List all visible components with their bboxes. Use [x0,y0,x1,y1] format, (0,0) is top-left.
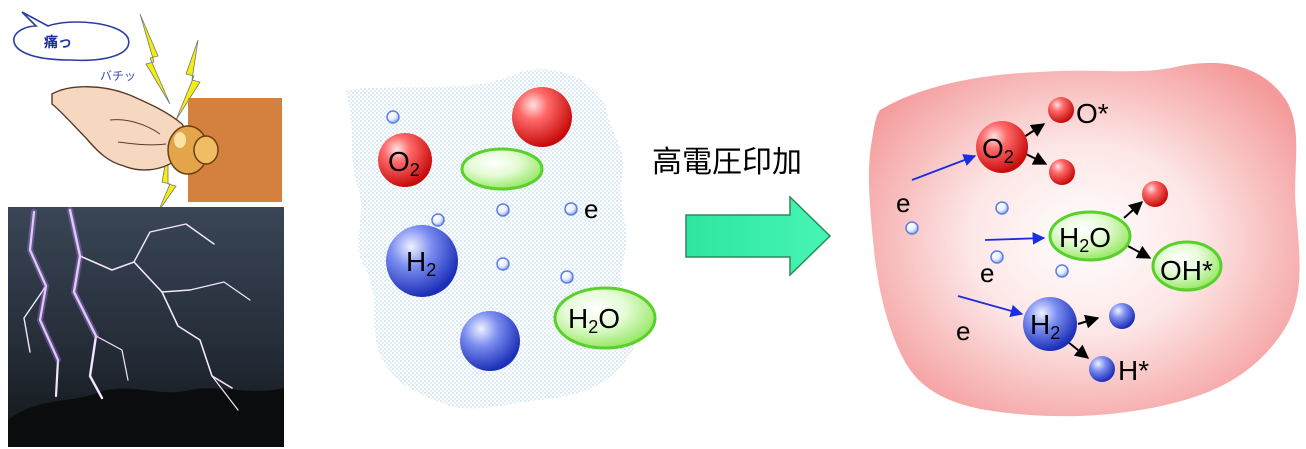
electron-icon [496,203,510,217]
o2-molecule [378,133,432,187]
electron-label: e [980,258,994,288]
oxygen-atom [1049,159,1075,185]
reaction-arrow [1127,245,1152,259]
plasma-after-panel: O2 O* H2O OH* H2 H* e e e [868,62,1300,417]
spark-bolt-icon [139,13,171,105]
electron-icon [431,213,445,227]
electron-label: e [896,188,910,218]
electron-label: e [956,316,970,346]
speech-bubble [13,11,130,62]
oxygen-atom [1142,181,1168,207]
o2-label: O2 [982,133,1014,167]
h2-label: H2 [1030,309,1060,343]
reaction-arrow [1123,201,1144,219]
reaction-arrow [1067,341,1090,359]
hydrogen-atom [460,311,520,371]
reaction-arrow [1023,123,1046,138]
o2-label: O2 [388,146,420,180]
o-radical-label: O* [1076,98,1109,129]
water-blob [460,147,544,191]
h2-molecule [386,225,458,297]
spark-sound-text: バチッ [100,69,136,83]
electron-arrow [911,154,977,181]
electron-arrow [957,295,1024,317]
process-label: 高電圧印加 [652,146,802,179]
right-arrow-icon [685,195,832,277]
hand-icon [51,86,187,171]
electron-icon [905,221,919,235]
h2o-molecule [553,286,657,350]
hydrogen-atom [1109,303,1135,329]
static-shock-illustration: 痛っ バチッ [8,11,284,447]
oh-molecule [1151,240,1223,292]
h-radical-label: H* [1118,355,1149,386]
hydrogen-atom [1089,356,1115,382]
electron-label: e [584,194,598,224]
oxygen-atom [512,87,572,147]
process-step: 高電圧印加 [652,146,832,277]
reaction-arrow [1023,152,1048,165]
gas-before-panel: e O2 H2 H2O [346,68,657,409]
electron-icon [560,270,574,284]
lightning-photo [8,207,284,447]
electron-icon [995,201,1009,215]
electron-icon [386,110,400,124]
h2-label: H2 [406,246,436,280]
oxygen-atom [1048,97,1074,123]
h2o-label: H2O [1059,222,1111,256]
reaction-arrow [1077,314,1100,329]
electron-icon [496,257,510,271]
electron-icon [1055,264,1069,278]
electron-arrow [984,232,1046,245]
h2o-molecule [1048,210,1132,262]
electron-icon [564,202,578,216]
oh-radical-label: OH* [1160,255,1213,286]
h2-molecule [1023,297,1077,351]
electron-icon [990,250,1004,264]
h2o-label: H2O [568,303,620,337]
o2-molecule [976,121,1028,173]
speech-bubble-text: 痛っ [43,34,72,50]
